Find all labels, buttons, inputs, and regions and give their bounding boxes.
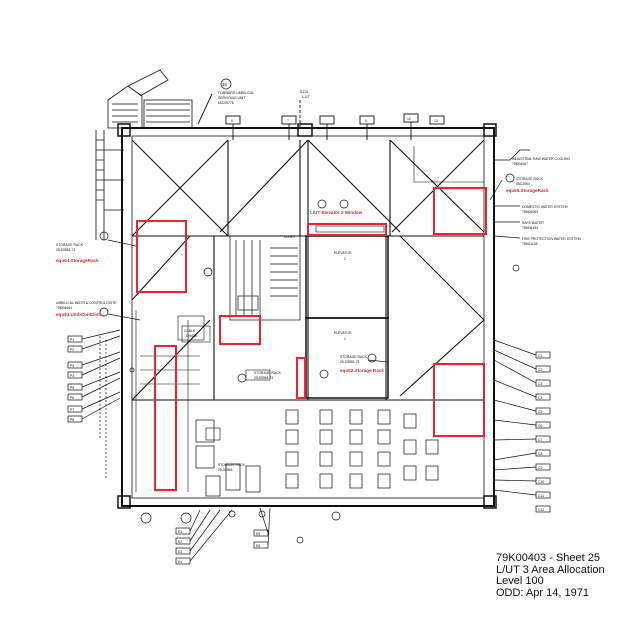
label-equ53: equ53.UmbContDistr — [56, 312, 102, 317]
svg-text:C12: C12 — [538, 508, 544, 512]
svg-text:SAFE WATER: SAFE WATER — [522, 221, 544, 225]
highlight-equ54[interactable] — [136, 220, 187, 293]
central-stairs — [229, 235, 301, 321]
structure-outer-frame — [121, 127, 495, 507]
svg-text:P1: P1 — [70, 338, 74, 342]
svg-text:65C2664: 65C2664 — [516, 182, 530, 186]
highlight-rack-right[interactable] — [433, 363, 485, 437]
svg-text:75M11106: 75M11106 — [522, 242, 538, 246]
svg-text:E6: E6 — [256, 544, 260, 548]
svg-text:STORAGE RACK: STORAGE RACK — [218, 463, 246, 467]
svg-text:DOMESTIC WATER SYSTEM: DOMESTIC WATER SYSTEM — [522, 205, 568, 209]
svg-text:P6: P6 — [70, 396, 74, 400]
svg-text:75M04154: 75M04154 — [522, 226, 538, 230]
label-equ52: equ52.Storage Rack — [340, 368, 384, 373]
svg-text:STORAGE RACK: STORAGE RACK — [340, 355, 368, 359]
bottom-pipe-tags — [140, 507, 271, 565]
svg-text:FORWARD UMBILICAL: FORWARD UMBILICAL — [218, 91, 254, 95]
svg-text:E3: E3 — [178, 550, 182, 554]
svg-text:S-D4: S-D4 — [300, 90, 308, 94]
svg-text:C10: C10 — [538, 480, 544, 484]
highlight-rack-left[interactable] — [154, 345, 177, 491]
svg-text:E5: E5 — [256, 532, 260, 536]
svg-text:UMBILICAL INSTR & CONTROL DIST: UMBILICAL INSTR & CONTROL DISTR — [56, 301, 117, 305]
svg-text:ELEVATOR: ELEVATOR — [334, 251, 352, 255]
svg-text:E4: E4 — [178, 560, 182, 564]
svg-text:C2: C2 — [538, 368, 542, 372]
drawing-number: 79K00403 - Sheet 25 — [496, 552, 600, 564]
svg-text:ELEVATOR: ELEVATOR — [334, 331, 352, 335]
svg-text:P3: P3 — [70, 364, 74, 368]
svg-text:P8: P8 — [70, 418, 74, 422]
svg-text:P2: P2 — [70, 348, 74, 352]
svg-text:75M04063: 75M04063 — [522, 210, 538, 214]
highlight-boxes — [136, 187, 487, 491]
highlight-equ53[interactable] — [219, 315, 261, 345]
svg-text:SERVICING UNIT: SERVICING UNIT — [218, 96, 245, 100]
svg-text:E2: E2 — [178, 540, 182, 544]
svg-text:5: 5 — [231, 119, 233, 123]
title-block: 79K00403 - Sheet 25 L/UT 3 Area Allocati… — [496, 552, 621, 599]
svg-text:E1: E1 — [178, 530, 182, 534]
svg-text:STORAGE RACK: STORAGE RACK — [516, 177, 544, 181]
elevator-shafts — [305, 235, 389, 399]
svg-text:25-53958-74: 25-53958-74 — [254, 376, 273, 380]
svg-text:65C05776: 65C05776 — [218, 101, 234, 105]
lower-cabinets — [195, 409, 439, 497]
drawing-date: ODD: Apr 14, 1971 — [496, 586, 589, 599]
svg-text:C11: C11 — [538, 494, 544, 498]
svg-text:CABLE: CABLE — [184, 329, 196, 333]
svg-text:C7: C7 — [538, 438, 542, 442]
highlight-equ52[interactable] — [296, 357, 306, 399]
drawing-title: L/UT 3 Area Allocation — [496, 563, 605, 576]
label-equ55: equ55.StorageRack — [506, 188, 549, 193]
svg-text:75M04067: 75M04067 — [512, 162, 528, 166]
svg-text:P5: P5 — [70, 386, 74, 390]
svg-text:FIRE PROTECTION WATER SYSTEM: FIRE PROTECTION WATER SYSTEM — [522, 237, 581, 241]
forward-umbilical-number: 49 — [222, 82, 227, 87]
top-left-stair-tower — [95, 69, 193, 240]
svg-text:C6: C6 — [538, 424, 542, 428]
svg-text:1: 1 — [344, 337, 346, 341]
svg-text:7: 7 — [287, 119, 289, 123]
structural-bracing — [131, 139, 485, 401]
svg-text:INDUSTRIAL RAW WATER COOLING: INDUSTRIAL RAW WATER COOLING — [512, 157, 571, 161]
svg-text:25-53958-73: 25-53958-73 — [56, 248, 75, 252]
svg-text:C1: C1 — [538, 354, 542, 358]
left-pipe-tags — [67, 329, 121, 480]
callout-text: 49 FORWARD UMBILICAL SERVICING UNIT 65C0… — [56, 82, 581, 564]
svg-text:DOWN: DOWN — [284, 235, 295, 239]
svg-text:6: 6 — [365, 119, 367, 123]
svg-text:C9: C9 — [538, 466, 542, 470]
svg-text:13: 13 — [434, 119, 438, 123]
highlight-labels: equ55.StorageRack equ54.StorageRack equ5… — [56, 188, 549, 373]
svg-text:STORAGE RACK: STORAGE RACK — [56, 243, 84, 247]
svg-text:C5: C5 — [538, 410, 542, 414]
svg-text:2: 2 — [344, 257, 346, 261]
svg-text:P4: P4 — [70, 374, 74, 378]
highlight-lut-window[interactable] — [307, 223, 387, 236]
svg-text:STORAGE RACK: STORAGE RACK — [254, 371, 282, 375]
svg-text:25-53958: 25-53958 — [218, 468, 232, 472]
svg-text:12: 12 — [407, 117, 411, 121]
svg-text:C8: C8 — [538, 452, 542, 456]
label-equ54: equ54.StorageRack — [56, 258, 99, 263]
svg-text:C4: C4 — [538, 396, 542, 400]
highlight-equ55[interactable] — [433, 187, 487, 235]
callout-bubbles — [99, 78, 530, 544]
right-pipe-tags — [493, 339, 551, 513]
svg-text:L-UT: L-UT — [302, 95, 310, 99]
svg-text:C3: C3 — [538, 382, 542, 386]
drawing-level: Level 100 — [496, 575, 544, 587]
top-grid-markers — [197, 93, 445, 140]
svg-text:CHASE: CHASE — [186, 334, 198, 338]
svg-text:25-53958-75: 25-53958-75 — [340, 360, 359, 364]
svg-text:P7: P7 — [70, 408, 74, 412]
label-lut-window: L/UT Elevator 2 Window — [310, 210, 363, 215]
svg-text:75M04064: 75M04064 — [56, 306, 72, 310]
